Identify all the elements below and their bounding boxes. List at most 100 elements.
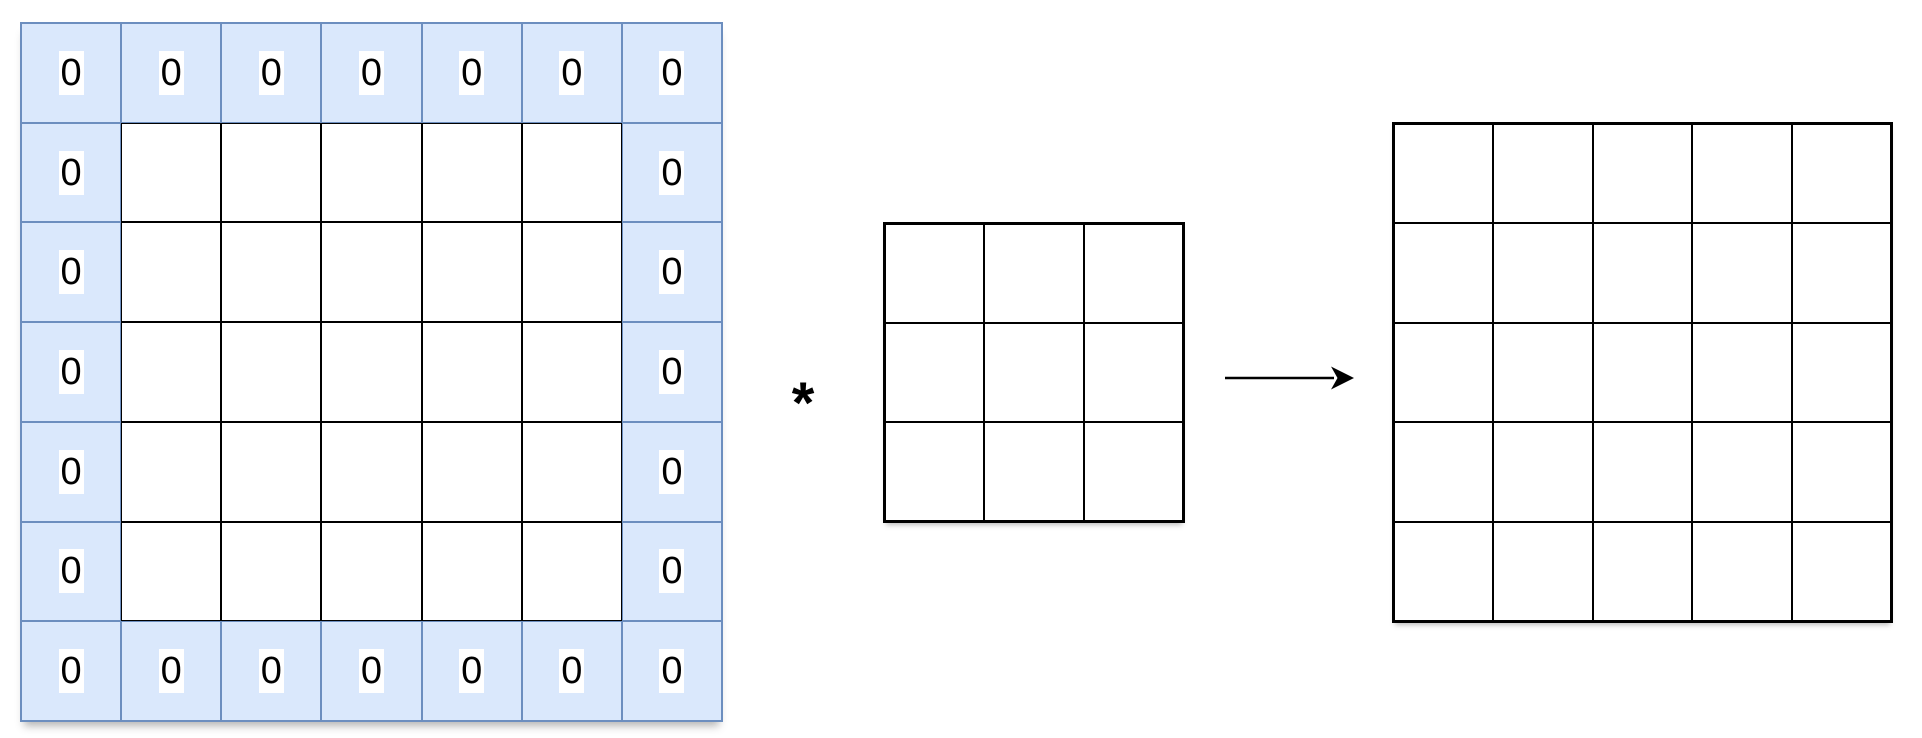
- grid-cell: [421, 322, 522, 422]
- zero-label: 0: [258, 649, 284, 694]
- grid-cell: [521, 521, 622, 622]
- grid-cell: [984, 224, 1084, 323]
- grid-cell: [1493, 322, 1593, 423]
- padding-cell: 0: [321, 23, 422, 123]
- convolution-operator: *: [768, 352, 838, 436]
- grid-cell: [421, 222, 522, 323]
- grid-cell: [1493, 422, 1593, 522]
- padding-cell: 0: [621, 521, 722, 622]
- zero-label: 0: [58, 349, 84, 395]
- grid-cell: [1493, 223, 1593, 323]
- zero-label: 0: [459, 50, 485, 95]
- grid-cell: [1394, 124, 1494, 224]
- grid-cell: [1791, 422, 1891, 522]
- grid-cell: [1493, 124, 1593, 224]
- zero-label: 0: [58, 649, 84, 694]
- grid-cell: [121, 222, 222, 323]
- zero-label: 0: [559, 50, 585, 95]
- kernel-grid: [883, 222, 1185, 523]
- output-grid: [1392, 122, 1893, 623]
- grid-cell: [421, 421, 522, 522]
- grid-cell: [984, 323, 1084, 422]
- padding-cell: 0: [221, 23, 322, 123]
- grid-cell: [885, 422, 985, 521]
- zero-label: 0: [158, 50, 184, 95]
- padding-cell: 0: [21, 521, 122, 622]
- grid-cell: [1592, 124, 1693, 224]
- grid-cell: [1394, 223, 1494, 323]
- grid-cell: [1394, 322, 1494, 423]
- padding-cell: 0: [21, 23, 122, 123]
- grid-cell: [121, 421, 222, 522]
- zero-label: 0: [659, 549, 685, 594]
- grid-cell: [1791, 124, 1891, 224]
- grid-cell: [421, 122, 522, 223]
- grid-cell: [321, 222, 422, 323]
- grid-cell: [521, 122, 622, 223]
- grid-cell: [1692, 223, 1792, 323]
- grid-cell: [1394, 521, 1494, 621]
- grid-cell: [121, 521, 222, 622]
- grid-cell: [1692, 422, 1792, 522]
- grid-cell: [1592, 521, 1693, 621]
- zero-label: 0: [58, 250, 84, 295]
- grid-cell: [885, 323, 985, 422]
- zero-label: 0: [358, 649, 385, 694]
- padding-cell: 0: [621, 23, 722, 123]
- grid-cell: [221, 322, 322, 422]
- grid-cell: [1791, 521, 1891, 621]
- grid-cell: [221, 222, 322, 323]
- grid-cell: [121, 322, 222, 422]
- grid-cell: [521, 222, 622, 323]
- grid-cell: [1083, 224, 1183, 323]
- grid-cell: [1083, 323, 1183, 422]
- zero-label: 0: [659, 349, 685, 395]
- asterisk-symbol: *: [791, 370, 815, 436]
- grid-cell: [321, 521, 422, 622]
- grid-cell: [121, 122, 222, 223]
- zero-label: 0: [659, 150, 685, 195]
- padding-cell: 0: [21, 421, 122, 522]
- grid-cell: [321, 322, 422, 422]
- grid-cell: [221, 421, 322, 522]
- grid-cell: [1493, 521, 1593, 621]
- padding-cell: 0: [621, 621, 722, 721]
- grid-cell: [1692, 124, 1792, 224]
- padding-cell: 0: [121, 23, 222, 123]
- padding-cell: 0: [21, 621, 122, 721]
- grid-cell: [521, 421, 622, 522]
- padding-cell: 0: [521, 23, 622, 123]
- grid-cell: [521, 322, 622, 422]
- zero-label: 0: [659, 50, 685, 95]
- grid-cell: [1692, 521, 1792, 621]
- padding-cell: 0: [21, 222, 122, 323]
- zero-label: 0: [58, 150, 84, 195]
- padding-cell: 0: [621, 222, 722, 323]
- grid-cell: [1692, 322, 1792, 423]
- grid-cell: [1592, 322, 1693, 423]
- grid-cell: [984, 422, 1084, 521]
- padding-cell: 0: [21, 322, 122, 422]
- padding-cell: 0: [621, 421, 722, 522]
- grid-cell: [1791, 223, 1891, 323]
- arrow-icon: [1225, 366, 1354, 390]
- padding-cell: 0: [321, 621, 422, 721]
- grid-cell: [321, 122, 422, 223]
- zero-label: 0: [58, 50, 84, 95]
- grid-cell: [1791, 322, 1891, 423]
- padding-cell: 0: [121, 621, 222, 721]
- padding-cell: 0: [421, 23, 522, 123]
- grid-cell: [1083, 422, 1183, 521]
- grid-cell: [1394, 422, 1494, 522]
- zero-label: 0: [58, 549, 84, 594]
- grid-cell: [321, 421, 422, 522]
- padding-cell: 0: [421, 621, 522, 721]
- grid-cell: [885, 224, 985, 323]
- padding-cell: 0: [621, 122, 722, 223]
- zero-label: 0: [659, 649, 685, 694]
- padding-cell: 0: [221, 621, 322, 721]
- zero-label: 0: [158, 649, 184, 694]
- zero-label: 0: [659, 250, 685, 295]
